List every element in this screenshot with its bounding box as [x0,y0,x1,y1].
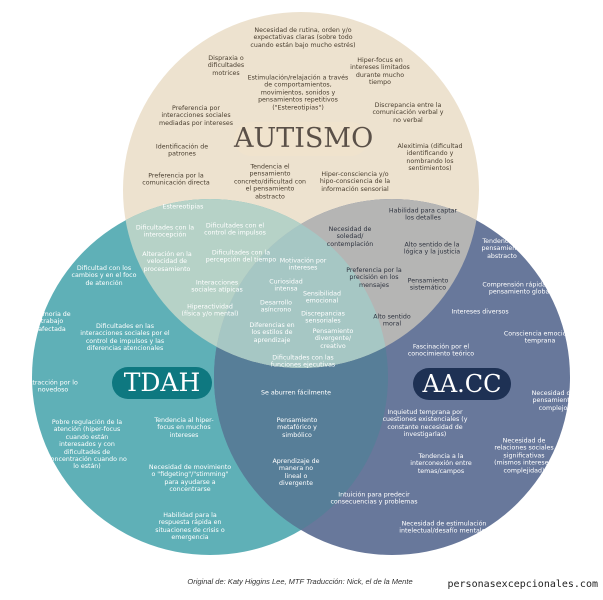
tdah-trait: Memoria de trabajo afectada [33,310,71,333]
autismo-aacc-trait: Preferencia por la precisión en los mens… [346,266,402,289]
autismo-trait: Identificación de patrones [155,143,209,158]
autismo-trait: Necesidad de rutina, orden y/o expectati… [250,26,356,49]
center-trait: Sensibilidad emocional [303,290,341,305]
watermark: personasexcepcionales.com [447,579,598,590]
aacc-trait: Tendencia al pensamiento abstracto [481,237,523,260]
tdah-trait: Dificultades en las interacciones social… [80,323,170,353]
aacc-trait: Necesidad de pensamiento complejo [531,389,575,412]
autismo-trait: Preferencia por interacciones sociales m… [158,104,234,127]
autismo-tdah-trait: Interacciones sociales atípicas [191,279,243,294]
autismo-trait: Hiper-focus en intereses limitados duran… [350,57,410,87]
tdah-label: TDAH [112,367,212,399]
aacc-trait: Comprensión rápida y/o pensamiento globa… [482,281,558,296]
tdah-trait: Necesidad de movimiento o "fidgeting"/"s… [148,464,232,494]
autismo-aacc-trait: Alto sentido moral [373,313,411,328]
tdah-trait: Pobre regulación de la atención (hiper-f… [47,419,127,471]
tdah-aacc-trait: Se aburren fácilmente [261,389,331,397]
center-trait: Discrepancias sensoriales [301,310,345,325]
aacc-trait: Intuición para predecir consecuencias y … [330,491,418,506]
tdah-aacc-trait: Pensamiento metafórico y simbólico [276,416,318,439]
center-trait: Dificultades con las funciones ejecutiva… [270,354,336,369]
tdah-trait: Habilidad para la respuesta rápida en si… [155,512,225,542]
center-trait: Motivación por intereses [279,257,327,272]
aacc-trait: Necesidad de estimulación intelectual/de… [399,520,489,535]
autismo-tdah-trait: Estereotipias [162,203,204,211]
aacc-trait: Fascinación por el conocimiento teórico [407,343,475,358]
autismo-trait: Tendencia el pensamiento concreto/dificu… [233,163,307,201]
autismo-label: AUTISMO [234,122,374,156]
autismo-aacc-trait: Alto sentido de la lógica y la justicia [403,241,461,256]
autismo-tdah-trait: Dificultades con el control de impulsos [204,222,266,237]
autismo-trait: Preferencia por la comunicación directa [142,172,210,187]
aacc-trait: Inquietud temprana por cuestiones existe… [382,409,468,439]
tdah-trait: Tendencia al hiper-focus en muchos inter… [154,416,214,439]
aacc-trait: Tendencia a la interconexión entre temas… [410,452,472,475]
credit-line: Original de: Katy Higgins Lee, MTF Tradu… [187,577,413,586]
autismo-trait: Estimulación/relajación a través de comp… [247,74,349,112]
aacc-trait: Intereses diversos [451,308,509,316]
autismo-trait: Alexitimia (dificultad identificando y n… [397,143,463,173]
autismo-aacc-trait: Habilidad para captar los detalles [388,207,458,222]
autismo-trait: Discrepancia entre la comunicación verba… [372,101,444,124]
aacc-label: AA.CC [413,368,511,400]
center-trait: Desarrollo asíncrono [260,299,292,314]
center-trait: Curiosidad intensa [269,278,303,293]
tdah-trait: Atracción por lo novedoso [28,379,78,394]
autismo-tdah-trait: Hiperactividad (física y/o mental) [181,303,239,318]
autismo-aacc-trait: Necesidad de soledad/ contemplación [326,225,374,248]
autismo-trait: Dispraxia o dificultades motrices [207,54,245,77]
center-overlap [214,199,388,368]
autismo-trait: Hiper-consciencia y/o hipo-consciencia d… [319,170,391,193]
autismo-tdah-trait: Alteración en la velocidad de procesamie… [142,250,192,273]
autismo-tdah-trait: Dificultades con la percepción del tiemp… [205,249,277,264]
tdah-trait: Dificultad con los cambios y en el foco … [71,264,137,287]
autismo-aacc-trait: Pensamiento sistemático [407,277,449,292]
center-trait: Pensamiento divergente/ creativo [312,327,354,350]
autismo-tdah-trait: Dificultades con la interocepción [135,224,195,239]
aacc-trait: Necesidad de relaciones sociales signifi… [494,437,554,475]
tdah-aacc-trait: Aprendizaje de manera no lineal o diverg… [272,458,320,488]
aacc-trait: Consciencia emocional temprana [503,330,577,345]
center-trait: Diferencias en los estilos de aprendizaj… [249,321,295,344]
